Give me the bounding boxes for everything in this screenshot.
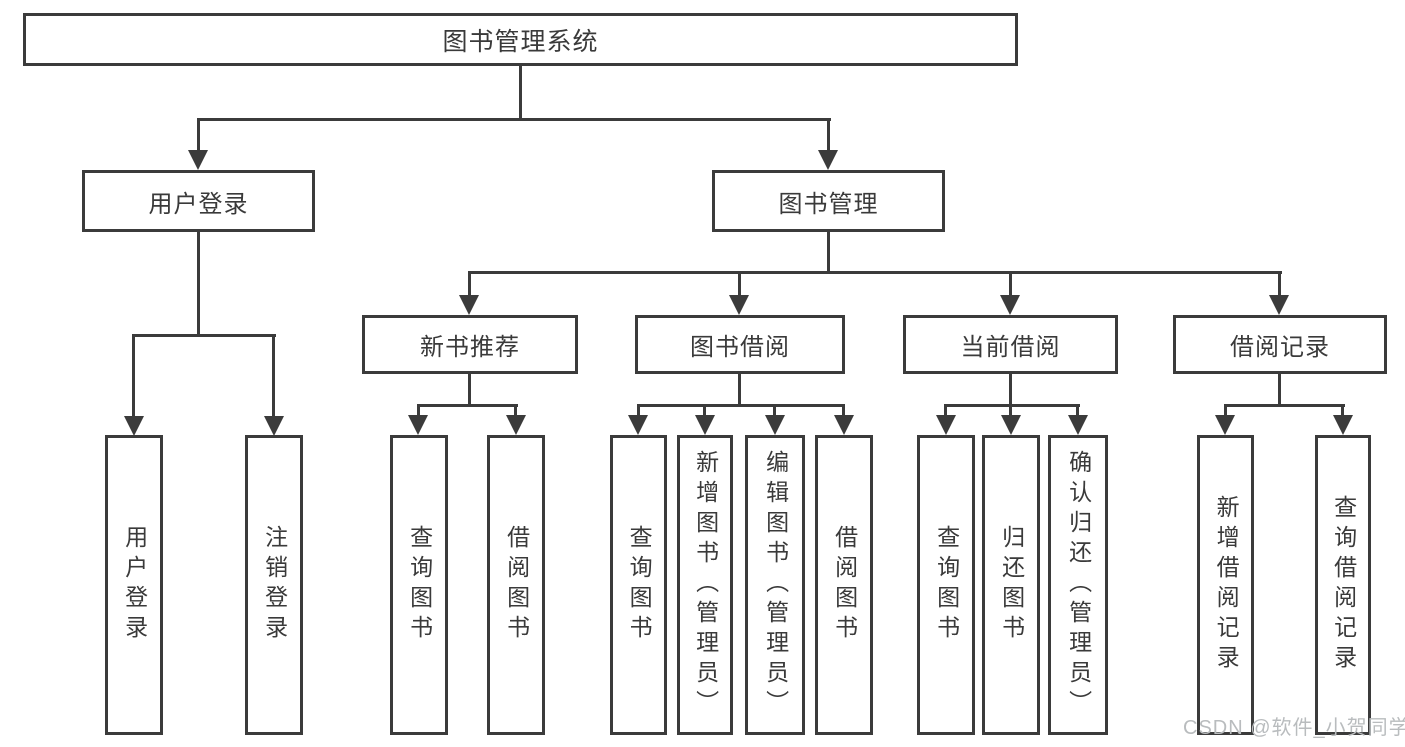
- connector-borrow-records-rail: [1224, 404, 1345, 407]
- connector-current-borrow-rail: [944, 404, 1080, 407]
- connector-user-login-rail: [132, 334, 276, 337]
- leaf-return-book-label: 归还图书: [998, 525, 1025, 645]
- connector-to-leaf-user-login: [132, 334, 135, 416]
- connector-leaf: [637, 404, 640, 418]
- leaf-borrow-books-recommend: 借阅图书: [487, 435, 545, 735]
- leaf-add-book-admin-label: 新增图书（管理员）: [692, 450, 719, 720]
- connector-to-new-book: [468, 271, 471, 297]
- arrowhead-leaf-logout: [264, 416, 284, 436]
- connector-leaf: [944, 404, 947, 418]
- leaf-query-borrow-record: 查询借阅记录: [1315, 435, 1371, 735]
- connector-book-borrow-rail: [637, 404, 845, 407]
- leaf-query-books-recommend: 查询图书: [390, 435, 448, 735]
- connector-to-book-management: [827, 118, 830, 152]
- node-book-borrow-label: 图书借阅: [690, 334, 790, 361]
- arrowhead-leaf: [1215, 415, 1235, 435]
- arrowhead-leaf: [506, 415, 526, 435]
- leaf-query-books-current-label: 查询图书: [933, 525, 960, 645]
- leaf-query-books-borrow: 查询图书: [610, 435, 667, 735]
- connector-book-borrow-stem: [738, 374, 741, 405]
- leaf-logout: 注销登录: [245, 435, 303, 735]
- connector-level3-rail: [468, 271, 1282, 274]
- node-borrow-records: 借阅记录: [1173, 315, 1387, 374]
- connector-to-borrow-records: [1278, 271, 1281, 297]
- arrowhead-borrow-records: [1269, 295, 1289, 315]
- connector-leaf: [417, 404, 420, 418]
- arrowhead-new-book: [459, 295, 479, 315]
- arrowhead-leaf: [695, 415, 715, 435]
- connector-leaf: [773, 404, 776, 418]
- leaf-query-borrow-record-label: 查询借阅记录: [1330, 495, 1357, 675]
- arrowhead-leaf-user-login: [124, 416, 144, 436]
- connector-leaf: [1224, 404, 1227, 418]
- connector-leaf: [1076, 404, 1079, 418]
- leaf-logout-label: 注销登录: [261, 525, 288, 645]
- arrowhead-leaf: [628, 415, 648, 435]
- node-borrow-records-label: 借阅记录: [1230, 334, 1330, 361]
- leaf-edit-book-admin-label: 编辑图书（管理员）: [762, 450, 789, 720]
- leaf-user-login: 用户登录: [105, 435, 163, 735]
- leaf-user-login-label: 用户登录: [121, 525, 148, 645]
- connector-current-borrow-stem: [1009, 374, 1012, 405]
- connector-to-current-borrow: [1009, 271, 1012, 297]
- node-book-borrow: 图书借阅: [635, 315, 845, 374]
- connector-book-management-stem: [827, 232, 830, 273]
- leaf-edit-book-admin: 编辑图书（管理员）: [745, 435, 805, 735]
- arrowhead-leaf: [936, 415, 956, 435]
- leaf-query-books-current: 查询图书: [917, 435, 975, 735]
- arrowhead-leaf: [1333, 415, 1353, 435]
- node-book-management-label: 图书管理: [778, 190, 879, 218]
- arrowhead-leaf: [1068, 415, 1088, 435]
- connector-leaf: [842, 404, 845, 418]
- leaf-borrow-books: 借阅图书: [815, 435, 873, 735]
- leaf-borrow-books-recommend-label: 借阅图书: [503, 525, 530, 645]
- leaf-add-book-admin: 新增图书（管理员）: [677, 435, 733, 735]
- connector-new-book-rail: [417, 404, 518, 407]
- node-new-book-recommend-label: 新书推荐: [420, 334, 520, 361]
- leaf-borrow-books-label: 借阅图书: [831, 525, 858, 645]
- connector-level1-rail: [197, 118, 831, 121]
- arrowhead-leaf: [834, 415, 854, 435]
- csdn-watermark: CSDN @软件_小贺同学: [1183, 717, 1405, 739]
- leaf-confirm-return-admin: 确认归还（管理员）: [1048, 435, 1108, 735]
- arrowhead-leaf: [408, 415, 428, 435]
- arrowhead-current-borrow: [1000, 295, 1020, 315]
- connector-to-user-login: [197, 118, 200, 152]
- leaf-add-borrow-record-label: 新增借阅记录: [1213, 495, 1240, 675]
- node-current-borrow: 当前借阅: [903, 315, 1118, 374]
- node-library-system: 图书管理系统: [23, 13, 1018, 66]
- connector-leaf: [703, 404, 706, 418]
- leaf-query-books-borrow-label: 查询图书: [626, 525, 653, 645]
- arrowhead-leaf: [1001, 415, 1021, 435]
- connector-to-leaf-logout: [272, 334, 275, 416]
- connector-user-login-stem: [197, 232, 200, 335]
- node-book-management: 图书管理: [712, 170, 945, 232]
- connector-root-stem: [519, 66, 522, 119]
- node-user-login-label: 用户登录: [148, 190, 249, 218]
- node-current-borrow-label: 当前借阅: [960, 334, 1061, 361]
- leaf-confirm-return-admin-label: 确认归还（管理员）: [1065, 450, 1092, 720]
- node-library-system-label: 图书管理系统: [442, 27, 599, 56]
- connector-borrow-records-stem: [1278, 374, 1281, 405]
- connector-leaf: [1009, 404, 1012, 418]
- connector-leaf: [1341, 404, 1344, 418]
- arrowhead-book-borrow: [729, 295, 749, 315]
- leaf-return-book: 归还图书: [982, 435, 1040, 735]
- connector-to-book-borrow: [738, 271, 741, 297]
- connector-leaf: [514, 404, 517, 418]
- arrowhead-user-login: [188, 150, 208, 170]
- connector-new-book-stem: [468, 374, 471, 405]
- node-user-login: 用户登录: [82, 170, 315, 232]
- arrowhead-book-management: [818, 150, 838, 170]
- leaf-add-borrow-record: 新增借阅记录: [1197, 435, 1254, 735]
- node-new-book-recommend: 新书推荐: [362, 315, 578, 374]
- arrowhead-leaf: [765, 415, 785, 435]
- leaf-query-books-recommend-label: 查询图书: [406, 525, 433, 645]
